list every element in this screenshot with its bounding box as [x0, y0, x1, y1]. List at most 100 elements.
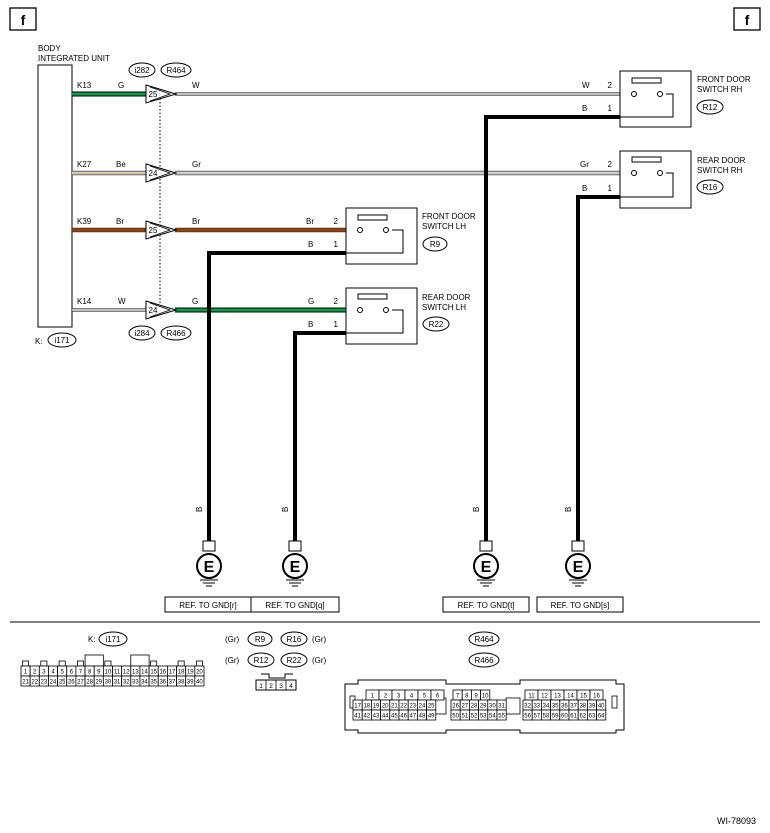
joint-pin-label: 45 — [391, 714, 398, 720]
joint-pin-label: 48 — [419, 714, 426, 720]
ground-e-3: E — [481, 559, 492, 576]
pin-2-lh-front: 2 — [334, 217, 339, 226]
i171-pin-label: 16 — [159, 670, 166, 676]
ground-symbol-3 — [473, 540, 499, 587]
joint-pin-label: 49 — [428, 714, 435, 720]
connector-badge-R12 — [696, 99, 724, 115]
i171-pin-label: 3 — [42, 670, 46, 676]
door-switch-connector-face — [255, 673, 297, 691]
joint-pin-label: 59 — [552, 714, 559, 720]
svg-text:f: f — [745, 12, 750, 28]
wire-color-k13: G — [118, 81, 124, 90]
i171-pin-label: 26 — [68, 680, 75, 686]
joint-pin-label: 46 — [400, 714, 407, 720]
joint-triangle-2 — [145, 163, 178, 183]
pin-2-rh-front: 2 — [608, 81, 613, 90]
rear-door-switch-lh-title-1: REAR DOOR — [422, 293, 471, 302]
legend-badge-R9 — [247, 631, 273, 647]
joint-pin-label: 23 — [409, 704, 416, 710]
ground-ref-r: REF. TO GND[r] — [179, 601, 237, 610]
front-door-switch-rh-title-1: FRONT DOOR — [697, 75, 751, 84]
page-marker-right: f — [733, 7, 761, 31]
joint-pin-label: 64 — [598, 714, 605, 720]
ground-wire-color-2: B — [281, 507, 290, 512]
joint-pin-cell — [430, 689, 445, 701]
legend-label-i171: i171 — [105, 635, 121, 644]
i171-pin-label: 6 — [70, 670, 74, 676]
i171-pin-label: 28 — [86, 680, 93, 686]
connector-label-R12: R12 — [703, 103, 718, 112]
legend-color-r9: (Gr) — [225, 635, 240, 644]
i171-pin-label: 12 — [123, 670, 130, 676]
joint-pin-label: 38 — [579, 704, 586, 710]
joint-pin-label: 31 — [498, 704, 505, 710]
connector-badge-i284 — [128, 325, 156, 341]
pin-1-rh-rear: 1 — [608, 184, 613, 193]
i171-pin-label: 33 — [132, 680, 139, 686]
joint-pin-label: 44 — [382, 714, 389, 720]
joint-pin-label: 2 — [384, 694, 388, 700]
joint-pin-2: 24 — [149, 169, 158, 178]
ground-e-1: E — [204, 559, 215, 576]
connector-badge-R9 — [422, 236, 448, 252]
i171-pin-label: 20 — [196, 670, 203, 676]
i171-pin-label: 34 — [141, 680, 148, 686]
joint-pin-cell — [596, 709, 607, 721]
joint-pin-label: 43 — [373, 714, 380, 720]
connector-label-R9: R9 — [430, 240, 441, 249]
i171-key-tab — [40, 660, 48, 667]
joint-pin-label: 11 — [528, 694, 535, 700]
i171-pin-label: 17 — [169, 670, 176, 676]
ground-symbol-1 — [196, 540, 222, 587]
svg-text:f: f — [21, 12, 26, 28]
pin-label-k13: K13 — [77, 81, 92, 90]
joint-triangle-4 — [145, 300, 178, 320]
ground-e-2: E — [290, 559, 301, 576]
pin-2-lh-rear: 2 — [334, 297, 339, 306]
pin-label-k39: K39 — [77, 217, 92, 226]
ground-wire-color-1: B — [195, 507, 204, 512]
wire-color-w-rh: W — [192, 81, 200, 90]
joint-pin-label: 16 — [593, 694, 600, 700]
joint-pin-label: 55 — [498, 714, 505, 720]
i171-pin-label: 36 — [159, 680, 166, 686]
legend-label-R466: R466 — [474, 656, 494, 665]
legend-badge-i171 — [98, 631, 128, 647]
legend-color-r12: (Gr) — [225, 656, 240, 665]
legend-label-R9: R9 — [255, 635, 266, 644]
i171-latch — [130, 654, 150, 667]
ground-symbol-4 — [565, 540, 591, 587]
i171-key-tab — [195, 660, 203, 667]
i171-pin-label: 10 — [105, 670, 112, 676]
i171-pin-label: 32 — [123, 680, 130, 686]
i171-key-tab — [58, 660, 66, 667]
i171-pin-label: 14 — [141, 670, 148, 676]
door-pin-4: 4 — [289, 683, 293, 690]
joint-pin-label: 27 — [461, 704, 468, 710]
joint-pin-label: 14 — [567, 694, 574, 700]
joint-pin-label: 57 — [533, 714, 540, 720]
joint-pin-label: 62 — [579, 714, 586, 720]
connector-label-i171: i171 — [54, 336, 70, 345]
pin-1-lh-front: 1 — [334, 240, 339, 249]
joint-triangle-3 — [145, 220, 178, 240]
i171-key-tab — [22, 660, 30, 667]
i171-pin-label: 25 — [59, 680, 66, 686]
rear-door-switch-rh — [619, 150, 692, 209]
pin-label-k14: K14 — [77, 297, 92, 306]
joint-pin-label: 36 — [561, 704, 568, 710]
wire-color-lh-rear-gnd: B — [308, 320, 313, 329]
connector-badge-i171 — [47, 332, 77, 348]
pin-1-rh-front: 1 — [608, 104, 613, 113]
joint-pin-label: 63 — [589, 714, 596, 720]
door-pin-2: 2 — [269, 683, 273, 690]
legend-label-R16: R16 — [287, 635, 302, 644]
page-marker-left: f — [9, 7, 37, 31]
wire-color-lh-rear-sig: G — [308, 297, 314, 306]
joint-pin-label: 35 — [552, 704, 559, 710]
joint-pin-label: 15 — [580, 694, 587, 700]
joint-pin-label: 24 — [419, 704, 426, 710]
